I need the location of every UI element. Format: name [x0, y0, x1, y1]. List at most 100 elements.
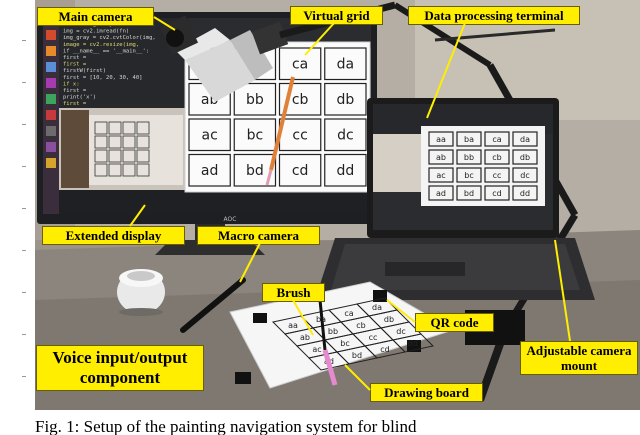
- code-editor-lines: size = img.shapeimg = cv2.imread(fn)img_…: [63, 22, 156, 107]
- line-number-tick: [22, 124, 26, 125]
- laptop-grid-cell-label: bd: [464, 189, 474, 198]
- label-extended-display: Extended display: [42, 226, 185, 245]
- virtual-grid-cell-label: db: [336, 92, 354, 108]
- camera-feed-grid-cell: [122, 121, 136, 135]
- margin-strip: [0, 0, 35, 410]
- camera-feed-grid-cell: [136, 149, 150, 163]
- label-main-camera: Main camera: [37, 7, 154, 26]
- laptop-grid-cell-label: ca: [492, 135, 501, 144]
- line-number-tick: [22, 376, 26, 377]
- virtual-grid-cell-label: dc: [337, 128, 354, 144]
- virtual-grid-cell-label: bd: [246, 163, 264, 179]
- camera-feed-grid-cell: [136, 163, 150, 177]
- macro-camera-pen: [180, 277, 246, 333]
- laptop-grid-cell-label: da: [520, 135, 530, 144]
- camera-feed-grid-cell: [122, 163, 136, 177]
- laptop-grid-cell: [428, 149, 454, 165]
- line-number-tick: [22, 166, 26, 167]
- line-number-tick: [22, 208, 26, 209]
- laptop-grid-cell: [484, 149, 510, 165]
- virtual-grid-cell-label: bb: [246, 92, 264, 108]
- camera-feed-grid-cell: [108, 163, 122, 177]
- code-line: image = cv2.resize(img,: [63, 42, 139, 48]
- laptop-grid-cell-label: ba: [464, 135, 474, 144]
- virtual-grid-cell-label: cd: [292, 163, 309, 179]
- drawing-board-cell-label: bc: [340, 339, 349, 348]
- laptop-grid-cell: [512, 185, 538, 201]
- laptop-grid-cell: [428, 185, 454, 201]
- code-line: first =: [63, 101, 87, 107]
- virtual-grid-cell: [324, 82, 367, 116]
- virtual-grid-cell: [188, 118, 231, 152]
- drawing-board-cell-label: cd: [380, 345, 389, 354]
- setup-photo: size = img.shapeimg = cv2.imread(fn)img_…: [35, 0, 640, 410]
- monitor-brand-logo: AOC: [224, 216, 237, 223]
- brush-on-screen: [269, 76, 295, 171]
- laptop-grid-cell: [456, 167, 482, 183]
- camera-feed-grid-cell: [108, 121, 122, 135]
- laptop-grid-cell: [456, 149, 482, 165]
- camera-feed-grid-cell: [108, 149, 122, 163]
- label-drawing-board: Drawing board: [370, 383, 483, 402]
- virtual-grid-cell-label: ad: [201, 163, 218, 179]
- laptop-grid-cell: [428, 167, 454, 183]
- virtual-grid-cell: [278, 47, 322, 81]
- code-line: first =: [63, 62, 87, 68]
- drawing-board-cell-label: cb: [356, 321, 365, 330]
- drawing-board-cell-label: dc: [396, 327, 405, 336]
- laptop-grid-cell-label: cb: [492, 153, 501, 162]
- camera-feed-grid-cell: [94, 163, 108, 177]
- virtual-grid-cell-label: ac: [201, 128, 217, 144]
- laptop-grid-cell-label: dc: [520, 171, 529, 180]
- laptop-grid-cell-label: cc: [493, 171, 502, 180]
- drawing-board-cell-label: cc: [369, 333, 378, 342]
- code-line: img = cv2.imread(fn): [63, 29, 129, 35]
- laptop-grid-cell: [512, 131, 538, 147]
- voice-speaker-device: [117, 269, 165, 316]
- camera-feed-grid-cell: [122, 149, 136, 163]
- label-virtual-grid: Virtual grid: [290, 6, 383, 25]
- drawing-board-cell-label: da: [372, 303, 382, 312]
- line-number-tick: [22, 40, 26, 41]
- virtual-grid-cell-label: da: [337, 57, 354, 73]
- code-line: print('x'): [63, 95, 96, 101]
- line-number-tick: [22, 334, 26, 335]
- code-line: if x:: [63, 81, 80, 87]
- drawing-board-cell-label: aa: [288, 321, 298, 330]
- laptop-grid-cell-label: ac: [436, 171, 445, 180]
- camera-feed-grid-cell: [122, 135, 136, 149]
- code-line: firstW(first): [63, 68, 106, 74]
- laptop-grid-cell-label: ab: [436, 153, 446, 162]
- drawing-board-cell-label: bd: [352, 351, 362, 360]
- virtual-grid-cell: [324, 118, 367, 152]
- camera-feed-grid-cell: [136, 121, 150, 135]
- laptop-grid-cell: [512, 167, 538, 183]
- virtual-grid-cell-label: cb: [292, 92, 309, 108]
- virtual-grid-cell-label: dd: [336, 163, 354, 179]
- camera-feed-grid-cell: [94, 135, 108, 149]
- laptop-grid-cell-label: bc: [464, 171, 473, 180]
- label-data-processing-terminal: Data processing terminal: [408, 6, 580, 25]
- drawing-board-cell-label: db: [384, 315, 394, 324]
- virtual-grid-cell: [324, 47, 367, 81]
- laptop-grid-cell: [484, 131, 510, 147]
- drawing-board-cell-label: ca: [344, 309, 353, 318]
- code-line: first =: [63, 55, 87, 61]
- code-line: img_gray = cv2.cvtColor(img,: [63, 35, 156, 41]
- laptop-grid-cell: [512, 149, 538, 165]
- label-adjustable-camera-mount: Adjustable camera mount: [520, 341, 638, 375]
- camera-feed-grid-cell: [94, 121, 108, 135]
- code-line: if __name__ == '__main__':: [63, 48, 149, 54]
- laptop-grid-cell-label: ad: [436, 189, 446, 198]
- virtual-grid-cell: [233, 153, 277, 187]
- laptop-grid-cell-label: aa: [436, 135, 446, 144]
- laptop-grid-cell-label: cd: [492, 189, 501, 198]
- laptop-grid-cell: [484, 185, 510, 201]
- virtual-grid-cell-label: cc: [292, 128, 307, 144]
- figure-caption: Fig. 1: Setup of the painting navigation…: [35, 417, 417, 435]
- code-line: first =: [63, 88, 87, 94]
- drawing-board-cell: [391, 333, 435, 353]
- camera-feed-grid-cell: [94, 149, 108, 163]
- line-number-tick: [22, 82, 26, 83]
- launcher-icons: [46, 30, 56, 168]
